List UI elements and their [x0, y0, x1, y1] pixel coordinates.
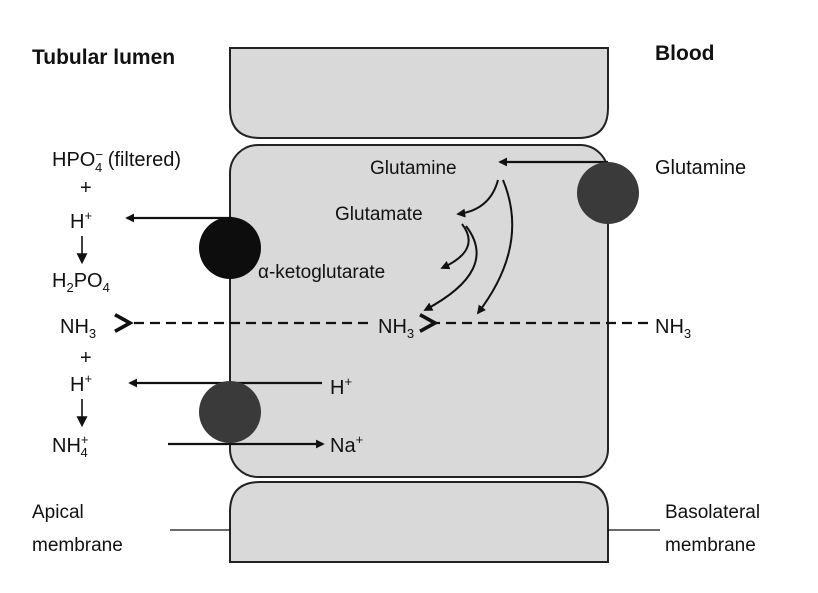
lower-cell: [229, 481, 609, 563]
plus-sign-2: +: [80, 347, 92, 369]
tubular-lumen-heading: Tubular lumen: [32, 46, 175, 69]
nh3-blood-label: NH3: [655, 316, 691, 341]
glutamine-cell-label: Glutamine: [370, 158, 457, 179]
glutamate-to-akg-arrow: [440, 223, 470, 270]
glutamine-transporter: [577, 162, 639, 224]
apical-membrane-label-line1: Apical: [32, 502, 84, 523]
plus-sign-1: +: [80, 177, 92, 199]
h-ion-cell-label: H+: [330, 374, 352, 399]
blood-heading: Blood: [655, 42, 714, 65]
glutamate-to-nh3-arrow: [423, 225, 478, 311]
glutamate-label: Glutamate: [335, 204, 423, 225]
h2po4-label: H2PO4: [52, 270, 110, 295]
nh4-label: NH+4: [52, 432, 88, 460]
basolateral-membrane-label-line1: Basolateral: [665, 502, 760, 523]
alpha-ketoglutarate-label: α-ketoglutarate: [258, 262, 385, 283]
nh3-lumen-label: NH3: [60, 316, 96, 341]
upper-cell: [229, 47, 609, 139]
glutamine-to-nh3-arrow: [476, 179, 514, 315]
h-ion-label-1: H+: [70, 208, 92, 233]
basolateral-membrane-label-line2: membrane: [665, 535, 756, 556]
glutamine-to-glutamate-arrow: [456, 179, 499, 218]
h-ion-label-2: H+: [70, 371, 92, 396]
glutamine-blood-label: Glutamine: [655, 157, 746, 179]
hpo4-label: HPO−4 (filtered): [52, 147, 181, 175]
tubular-cell: [229, 144, 609, 478]
apical-membrane-label-line2: membrane: [32, 535, 123, 556]
h-transporter-black: [199, 217, 261, 279]
na-h-exchanger: [199, 381, 261, 443]
nh3-cell-label: NH3: [378, 316, 414, 341]
na-ion-label: Na+: [330, 432, 363, 457]
